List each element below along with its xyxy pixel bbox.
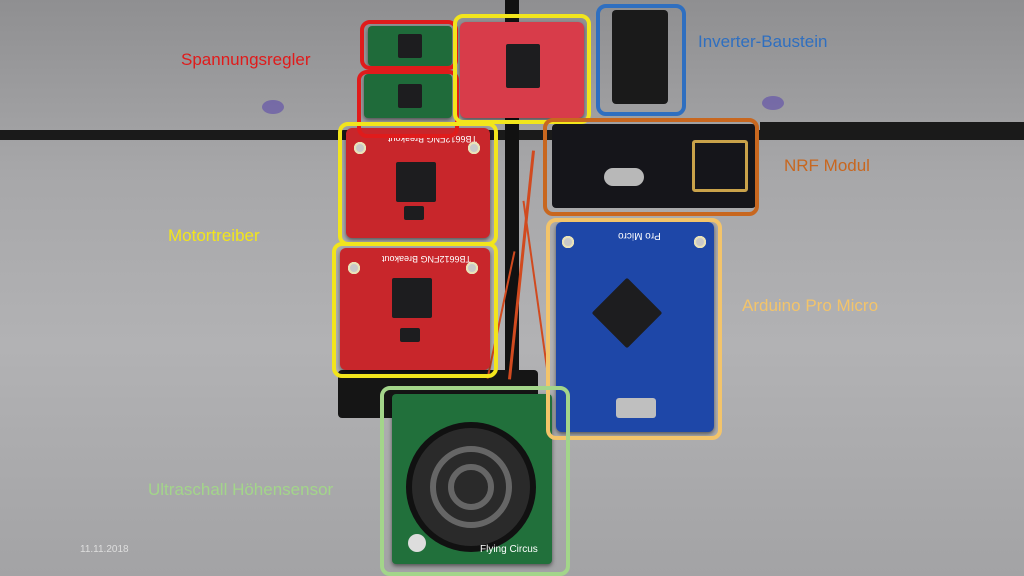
mount-hole <box>408 534 426 552</box>
mosfet <box>404 206 424 220</box>
label-inverter: Inverter-Baustein <box>698 32 828 51</box>
frame-rail-right <box>760 122 1024 136</box>
label-motortreiber: Motortreiber <box>168 226 260 245</box>
nrf-module-board <box>552 124 756 208</box>
ultrasonic-transducer <box>406 422 536 552</box>
ic-chip <box>392 278 432 318</box>
arduino-pro-micro-board: Pro Micro <box>556 222 714 432</box>
ic-chip <box>506 44 540 88</box>
highlight-top-board <box>453 14 591 124</box>
label-arduino: Arduino Pro Micro <box>742 296 879 315</box>
ic-chip <box>396 162 436 202</box>
inverter-chip <box>612 10 668 104</box>
highlight-ultraschall <box>380 386 570 576</box>
label-ultraschall: Ultraschall Höhensensor <box>148 480 334 499</box>
usb-port <box>616 398 656 418</box>
highlight-motortreiber-2 <box>332 242 498 378</box>
pcb-antenna <box>692 140 748 192</box>
crystal <box>604 168 644 186</box>
label-spannungsregler: Spannungsregler <box>181 50 311 69</box>
top-breakout-board <box>460 22 584 118</box>
footer-date: 11.11.2018 <box>80 544 129 555</box>
highlight-nrf <box>543 118 759 216</box>
voltage-regulator-2 <box>364 74 452 118</box>
motor-driver-board-1: TB6612FNG Breakout <box>346 128 490 238</box>
mosfet <box>400 328 420 342</box>
footer-title: Flying Circus <box>480 544 538 555</box>
ultrasonic-sensor-board <box>392 394 552 564</box>
led-right <box>762 96 784 110</box>
highlight-spannungsregler-2 <box>357 70 459 138</box>
inductor <box>398 34 422 58</box>
led-left <box>262 100 284 114</box>
highlight-spannungsregler-1 <box>360 20 458 70</box>
voltage-regulator-1 <box>368 26 452 66</box>
highlight-motortreiber-1 <box>338 122 498 246</box>
label-nrf: NRF Modul <box>784 156 870 175</box>
transducer-ring <box>430 446 512 528</box>
transducer-ring <box>448 464 494 510</box>
inductor <box>398 84 422 108</box>
motor-driver-board-2: TB6612FNG Breakout <box>340 248 490 370</box>
highlight-arduino <box>546 218 722 440</box>
highlight-inverter <box>596 4 686 116</box>
